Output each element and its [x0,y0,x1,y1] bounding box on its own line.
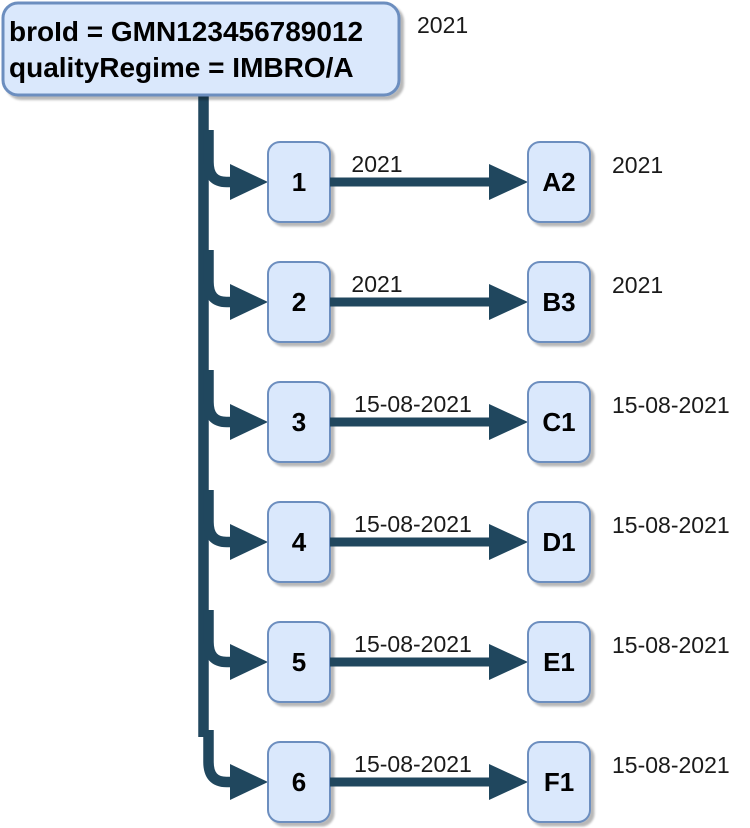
target-node-box[interactable] [527,141,591,223]
target-node-box[interactable] [527,741,591,823]
target-node-box[interactable] [527,381,591,463]
edge-arrowhead-icon [489,284,528,320]
source-node[interactable]: 1 [267,141,331,223]
target-node[interactable]: E1 [527,621,591,703]
edge-arrowhead-icon [489,644,528,680]
target-date-label: 15-08-2021 [612,632,730,658]
source-node-label: 2 [292,287,306,317]
branch-connector [203,370,236,428]
branch-connector [203,130,236,188]
target-node-label: E1 [543,647,575,677]
target-node-label: C1 [542,407,575,437]
target-node-label: D1 [542,527,575,557]
target-date-label: 2021 [612,152,663,178]
source-node-label: 1 [292,167,306,197]
row-3: 3 15-08-2021 C1 15-08-2021 [203,370,730,463]
root-year-label: 2021 [417,12,468,38]
target-node[interactable]: D1 [527,501,591,583]
branch-connector [203,610,236,668]
branch-arrowhead-icon [230,524,268,560]
target-date-label: 15-08-2021 [612,752,730,778]
edge-label: 15-08-2021 [354,631,472,657]
target-node[interactable]: B3 [527,261,591,343]
root-node-box[interactable] [1,1,401,97]
target-node-box[interactable] [527,621,591,703]
branch-arrowhead-icon [230,404,268,440]
root-node[interactable]: broId = GMN123456789012 qualityRegime = … [1,1,401,97]
edge-arrowhead-icon [489,404,528,440]
target-date-label: 2021 [612,272,663,298]
target-node[interactable]: C1 [527,381,591,463]
edge-label: 15-08-2021 [354,751,472,777]
source-node[interactable]: 5 [267,621,331,703]
source-node[interactable]: 6 [267,741,331,823]
source-node[interactable]: 3 [267,381,331,463]
row-1: 1 2021 A2 2021 [203,130,663,223]
edge-label: 15-08-2021 [354,391,472,417]
target-node-label: B3 [542,287,575,317]
source-node-label: 4 [292,527,307,557]
root-node-line1: broId = GMN123456789012 [9,16,363,47]
target-date-label: 15-08-2021 [612,392,730,418]
edge-label: 15-08-2021 [354,511,472,537]
target-node[interactable]: A2 [527,141,591,223]
target-node-label: A2 [542,167,575,197]
target-node-label: F1 [544,767,574,797]
target-node[interactable]: F1 [527,741,591,823]
row-6: 6 15-08-2021 F1 15-08-2021 [203,730,730,823]
edge-arrowhead-icon [489,764,528,800]
branch-connector [203,730,236,788]
branch-arrowhead-icon [230,764,268,800]
edge-label: 2021 [351,271,402,297]
edge-arrowhead-icon [489,164,528,200]
edge-label: 2021 [351,151,402,177]
row-5: 5 15-08-2021 E1 15-08-2021 [203,610,730,703]
source-node[interactable]: 4 [267,501,331,583]
target-node-box[interactable] [527,261,591,343]
target-node-box[interactable] [527,501,591,583]
branch-connector [203,490,236,548]
source-node-label: 6 [292,767,306,797]
source-node[interactable]: 2 [267,261,331,343]
edge-arrowhead-icon [489,524,528,560]
branch-connector [203,250,236,308]
row-4: 4 15-08-2021 D1 15-08-2021 [203,490,730,583]
target-date-label: 15-08-2021 [612,512,730,538]
branch-arrowhead-icon [230,164,268,200]
source-node-label: 5 [292,647,306,677]
source-node-label: 3 [292,407,306,437]
root-node-line2: qualityRegime = IMBRO/A [9,52,354,83]
row-2: 2 2021 B3 2021 [203,250,663,343]
branch-arrowhead-icon [230,284,268,320]
branch-arrowhead-icon [230,644,268,680]
